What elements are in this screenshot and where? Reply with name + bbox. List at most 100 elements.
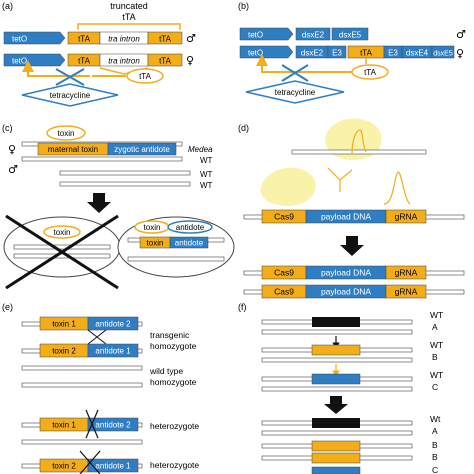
female-symbol: ♀ — [186, 54, 194, 67]
wt-label-c3: WT — [200, 181, 213, 190]
f-label-wt4: Wt — [430, 414, 441, 424]
f-label-c2: C — [432, 465, 438, 474]
tetracycline-label: tetracycline — [50, 91, 91, 100]
female-construct: tetO tTA tra intron tTA ♀ — [3, 53, 194, 67]
inhibition-x-b — [281, 64, 309, 82]
panel-f: (f) WT A WT B WT C Wt A B B C — [238, 302, 443, 474]
panel-f-letter: (f) — [238, 302, 247, 312]
target-chrom-top — [291, 149, 427, 155]
e-antidote2-block — [87, 316, 139, 331]
homozygote-label-2: homozygote — [150, 377, 197, 387]
cas9-label-3: Cas9 — [274, 287, 294, 297]
male-symbol: ♂ — [186, 32, 196, 45]
medea-line-bottom — [21, 156, 183, 162]
dsxe5-block-f — [431, 45, 455, 59]
teto-promoter-b2 — [239, 45, 294, 59]
f-blue-block — [311, 373, 361, 385]
f-bottom-orange-1 — [311, 440, 361, 452]
f-orange-block — [311, 344, 361, 356]
maternal-toxin-label: maternal toxin — [48, 145, 98, 154]
male-construct: tetO tTA tra intron tTA ♂ — [3, 31, 196, 45]
f-label-b2: B — [432, 440, 438, 450]
truncated-tta-label: tTA — [122, 12, 135, 22]
toxin-oval — [46, 125, 86, 141]
grna-block — [385, 209, 427, 224]
e3-label-2: E3 — [388, 49, 398, 58]
cut-squiggle-2 — [383, 171, 411, 205]
teto-promoter-f — [3, 53, 66, 67]
toxin-oval-dead — [43, 225, 81, 239]
panel-a-letter: (a) — [2, 1, 13, 11]
e-cross-arrows — [87, 329, 107, 345]
tra-intron-label: tra intron — [108, 35, 140, 44]
e-het1-antidote — [87, 417, 139, 432]
heterozygote-label-2: heterozygote — [150, 460, 199, 470]
tta-block-2 — [147, 31, 183, 45]
cas9-label: Cas9 — [274, 212, 294, 222]
panel-e-letter: (e) — [2, 302, 13, 312]
e-toxin1-label: toxin 1 — [52, 320, 76, 329]
wt-chrom-1 — [59, 170, 191, 176]
tta-protein — [126, 68, 164, 84]
tta-label-2: tTA — [159, 35, 172, 44]
wt-label-c2: WT — [200, 170, 213, 179]
panel-d: (d) Cas9 payload DNA gRNA Cas9 payload D… — [238, 118, 465, 299]
e-het1-cross — [85, 409, 99, 439]
zygotic-antidote-label: zygotic antidote — [114, 145, 170, 154]
e-wt-chrom-1 — [21, 365, 143, 371]
grna-label: gRNA — [395, 212, 418, 222]
e3-label-1: E3 — [332, 49, 342, 58]
f-bottom-chrom-2 — [261, 430, 413, 436]
dead-chrom-2 — [13, 253, 111, 259]
e-het1-toxin-label: toxin 1 — [52, 421, 76, 430]
grna-label-2: gRNA — [395, 268, 418, 278]
survivor-toxin-label: toxin — [147, 239, 164, 248]
panel-b: (b) tetO dsxE2 dsxE5 ♂ tetO dsxE2 E3 tTA… — [238, 1, 466, 104]
panel-a: (a) truncated tTA tetO tTA tra intron tT… — [2, 1, 196, 107]
f-chrom-b — [261, 357, 413, 363]
female-symbol-c: ♀ — [8, 143, 16, 156]
antidote-oval — [167, 220, 213, 234]
death-cross — [5, 214, 119, 290]
tta-protein-label-b: tTA — [364, 68, 377, 77]
wt-chrom-2 — [59, 181, 191, 187]
dead-chrom-1 — [13, 244, 111, 250]
medea-label: Medea — [188, 145, 213, 154]
panel-e: (e) toxin 1 antidote 2 toxin 2 antidote … — [2, 302, 199, 474]
e-toxin2-label: toxin 2 — [52, 347, 76, 356]
f-label-b: B — [432, 352, 438, 362]
transgenic-label: transgenic — [150, 330, 190, 340]
tetracycline-diamond-b — [245, 80, 345, 104]
cut-squiggle-1 — [351, 129, 367, 155]
payload-label-3: payload DNA — [321, 287, 371, 297]
cas9-label-2: Cas9 — [274, 268, 294, 278]
f-label-a2: A — [432, 426, 438, 436]
survivor-chrom-2 — [127, 256, 225, 262]
tra-intron-label-f: tra intron — [108, 57, 140, 66]
e-het2-antidote-label: antidote 1 — [95, 462, 131, 471]
grna-block-2 — [385, 265, 427, 280]
grna-block-3 — [385, 284, 427, 299]
teto-promoter-b — [239, 27, 294, 41]
f-bottom-black — [312, 418, 360, 428]
f-bottom-orange-2 — [311, 452, 361, 464]
cas9-blob-2 — [260, 167, 316, 206]
f-label-wt: WT — [430, 310, 443, 320]
e-het2-toxin-label: toxin 2 — [52, 462, 76, 471]
e3-block-1 — [327, 45, 347, 59]
tta-label-1: tTA — [78, 35, 91, 44]
panel-c: (c) toxin ♀ maternal toxin zygotic antid… — [2, 123, 235, 290]
down-arrow-d — [340, 236, 364, 256]
e-het1-wt-chrom — [21, 439, 143, 445]
teto-label-b2: tetO — [248, 49, 263, 58]
e-wt-chrom-2 — [21, 382, 143, 388]
payload-label-2: payload DNA — [321, 268, 371, 278]
panel-c-letter: (c) — [2, 123, 13, 133]
zygotic-antidote-block — [107, 142, 177, 156]
e-antidote2-label: antidote 2 — [95, 320, 131, 329]
e-het1-antidote-label: antidote 2 — [95, 421, 131, 430]
tetracycline-label-b: tetracycline — [275, 88, 316, 97]
tta-label-f1: tTA — [78, 57, 91, 66]
truncated-bracket — [77, 23, 181, 30]
